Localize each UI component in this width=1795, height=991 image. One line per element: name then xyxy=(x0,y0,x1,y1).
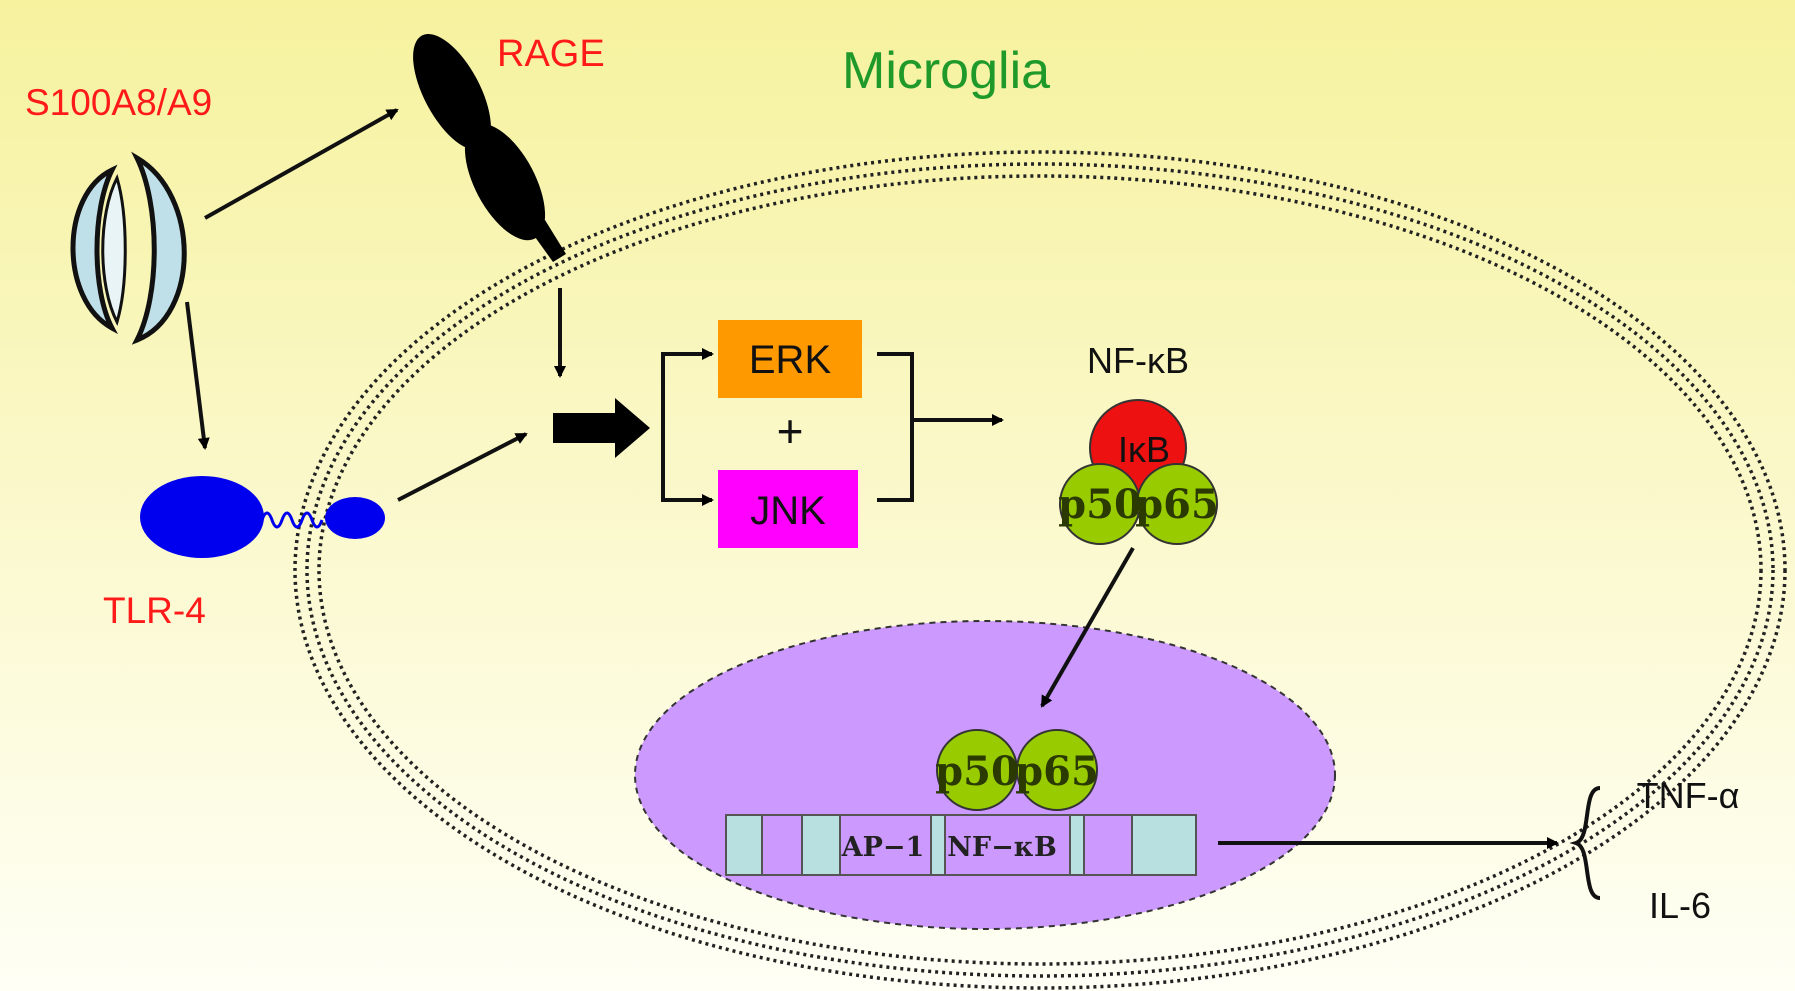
rage-label: RAGE xyxy=(497,33,605,75)
jnk-box xyxy=(718,470,858,548)
dna-promoter xyxy=(725,814,1197,876)
p65-label: p65 xyxy=(1135,481,1219,528)
plus-sign: + xyxy=(777,405,804,457)
ikb-label: IκB xyxy=(1118,429,1170,470)
nuclear-p50-label: p50 xyxy=(935,748,1019,795)
arrow-tlr4-to-kinases xyxy=(397,432,528,502)
nfkb-site-label: NF−κB xyxy=(947,832,1057,863)
erk-box xyxy=(718,320,862,398)
nfkb-label: NF-κB xyxy=(1087,340,1189,381)
block-arrow xyxy=(553,398,650,458)
bracket-right xyxy=(877,352,914,502)
ligand-label: S100A8/A9 xyxy=(25,82,212,123)
cell-membrane xyxy=(293,150,1787,990)
nuclear-p50-p65: p50 p65 xyxy=(935,729,1099,811)
tlr4-receptor-icon xyxy=(140,476,385,558)
cell-type-label: Microglia xyxy=(842,42,1050,100)
il6-label: IL-6 xyxy=(1649,885,1711,926)
rage-receptor-icon xyxy=(413,33,566,262)
arrow-nfkb-to-nucleus xyxy=(1040,547,1135,708)
tlr4-label: TLR-4 xyxy=(103,590,206,631)
ap1-site-label: AP−1 xyxy=(841,832,925,863)
bracket-left xyxy=(661,352,709,502)
jnk-label: JNK xyxy=(750,489,826,533)
signal-arrows xyxy=(185,108,1559,849)
p50-label: p50 xyxy=(1058,481,1142,528)
erk-label: ERK xyxy=(749,338,832,382)
p65-protein xyxy=(1136,463,1218,545)
s100a8-a9-icon xyxy=(70,151,187,345)
arrow-ligand-to-tlr4 xyxy=(185,301,210,450)
nfkb-complex: IκB p50 p65 xyxy=(1058,399,1219,545)
output-brace xyxy=(1569,786,1601,900)
tnf-alpha-label: TNF-α xyxy=(1637,775,1740,816)
nuclear-p65-label: p65 xyxy=(1015,748,1099,795)
arrow-ligand-to-rage xyxy=(204,108,399,220)
